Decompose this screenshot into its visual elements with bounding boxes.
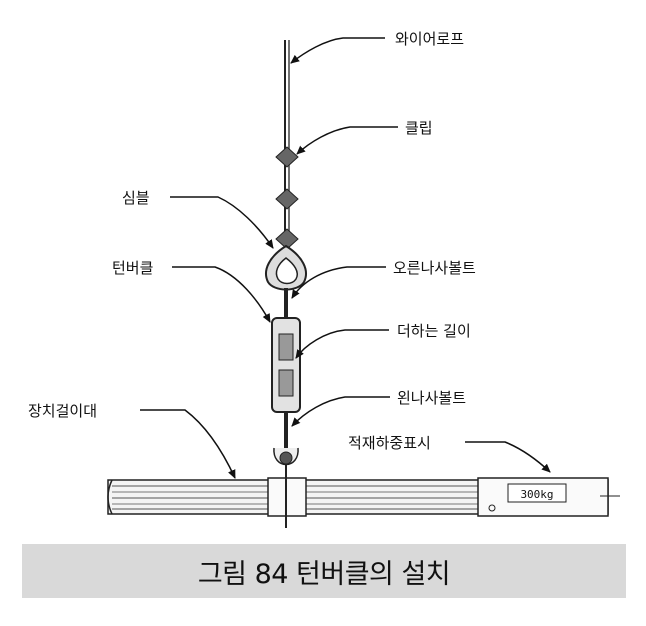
label-thimble: 심블 — [122, 189, 150, 207]
figure-caption: 그림 84 턴버클의 설치 — [197, 558, 451, 590]
leader-lines — [140, 37, 551, 479]
turnbuckle-diagram: 300kg 와이어로프 — [28, 30, 620, 528]
label-wire-rope: 와이어로프 — [395, 30, 464, 48]
label-load-marking: 적재하중표시 — [348, 434, 431, 452]
mount-bar-graphic — [107, 477, 620, 517]
label-right-bolt: 오른나사볼트 — [393, 259, 476, 277]
assembly-graphic — [265, 40, 307, 528]
label-added-length: 더하는 길이 — [397, 322, 471, 340]
label-clip: 클립 — [405, 119, 433, 137]
label-mount-bar: 장치걸이대 — [28, 402, 97, 420]
label-left-bolt: 왼나사볼트 — [397, 389, 466, 407]
label-turnbuckle: 턴버클 — [112, 259, 153, 277]
load-value-text: 300kg — [520, 488, 553, 501]
caption-bar: 그림 84 턴버클의 설치 — [22, 544, 626, 598]
